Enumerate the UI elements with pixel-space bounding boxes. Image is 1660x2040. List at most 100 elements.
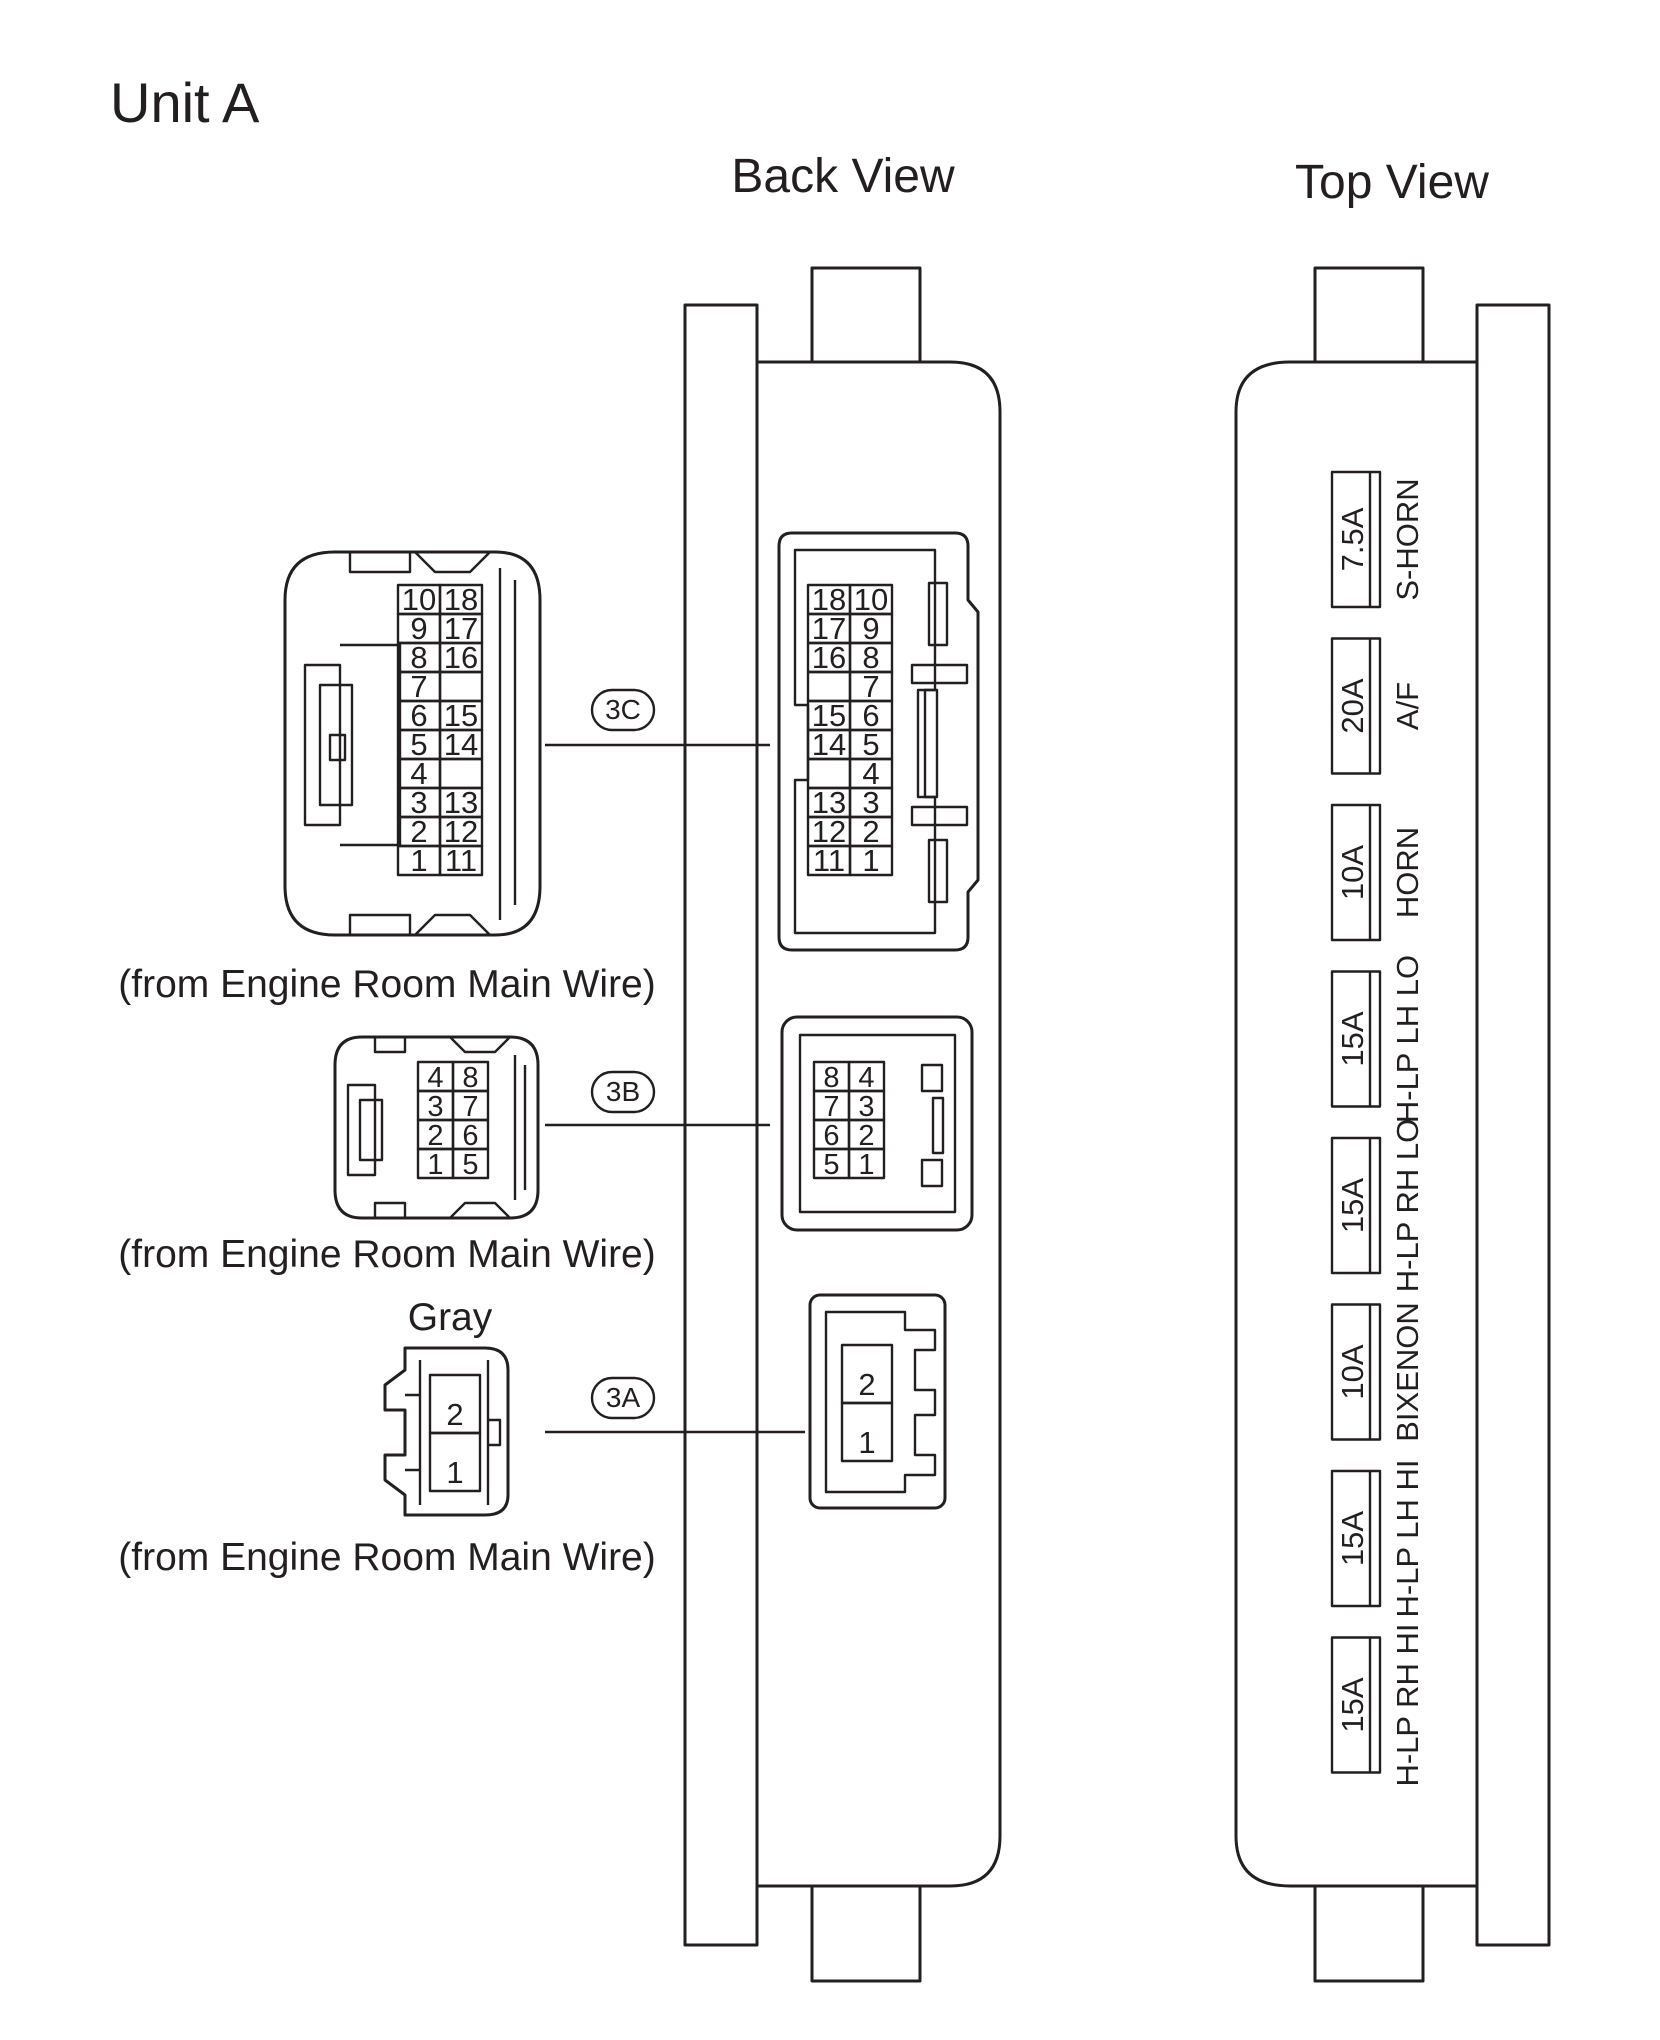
fuse-amperage: 10A	[1335, 845, 1370, 900]
front-3b-pin-label: 8	[462, 1062, 478, 1094]
back-3c-pin-label: 5	[862, 727, 879, 762]
fuse-slot	[1330, 470, 1382, 609]
fuse-name: H-LP LH HI	[1390, 1460, 1425, 1618]
back-3b-pin-label: 3	[858, 1091, 874, 1123]
fuse-slot	[1330, 1636, 1382, 1774]
back-3c-pin-label: 9	[862, 611, 879, 646]
back-3c-pin-label: 3	[862, 785, 879, 820]
front-3a-pin-label: 2	[446, 1397, 463, 1432]
unit-title: Unit A	[110, 71, 260, 134]
back-3c-pin-label: 12	[812, 814, 846, 849]
back-3c-pin-label: 17	[812, 611, 846, 646]
back-3c-pin-label: 2	[862, 814, 879, 849]
back-3a-pin-label: 2	[858, 1367, 875, 1402]
fuse-name: A/F	[1390, 682, 1425, 730]
front-3c-pin-label: 6	[410, 698, 427, 733]
front-3c-pin-label: 2	[410, 814, 427, 849]
back-3a-pin-label: 1	[858, 1425, 875, 1460]
fuse-amperage: 15A	[1335, 1011, 1370, 1066]
back-3b-pin-label: 1	[858, 1149, 874, 1181]
front-connector-3c-source: (from Engine Room Main Wire)	[118, 963, 655, 1006]
back-connector-3a: 21	[808, 1293, 947, 1510]
front-3c-pin-label: 14	[444, 727, 478, 762]
fuse-slot	[1330, 970, 1382, 1108]
front-3b-cell	[451, 1147, 490, 1180]
front-3b-pin-label: 3	[427, 1091, 443, 1123]
fuse-slot	[1330, 1303, 1382, 1441]
front-3b-pin-label: 1	[427, 1149, 443, 1181]
fuse-slot	[1330, 1469, 1382, 1608]
back-3c-pin-label: 11	[813, 843, 845, 878]
front-3c-pin-label: 8	[410, 640, 427, 675]
front-3c-pin-label: 4	[410, 756, 427, 791]
front-3c-pin-label: 3	[410, 785, 427, 820]
fuse-name: H-LP LH LO	[1390, 955, 1425, 1123]
back-3b-pin-label: 2	[858, 1120, 874, 1152]
top-view-label: Top View	[1295, 156, 1489, 209]
fuse-name: BIXENON	[1390, 1302, 1425, 1442]
back-3c-pin-label: 8	[862, 640, 879, 675]
connector-id-3c-text: 3C	[605, 694, 641, 725]
front-3a-cell	[428, 1431, 482, 1493]
back-3b-pin-label: 6	[823, 1120, 839, 1152]
back-3b-pin-label: 7	[823, 1091, 839, 1123]
front-3c-pin-label: 5	[410, 727, 427, 762]
front-3b-pin-label: 6	[462, 1120, 478, 1152]
front-3c-pin-label: 13	[444, 785, 478, 820]
connector-id-3b: 3B	[590, 1070, 656, 1114]
back-3c-pin-label: 4	[862, 756, 879, 791]
front-3b-pin-label: 5	[462, 1149, 478, 1181]
front-3c-pin-label: 1	[410, 843, 427, 878]
back-3c-pin-label: 16	[812, 640, 846, 675]
back-3c-pin-label: 1	[862, 843, 879, 878]
front-connector-3a-source: (from Engine Room Main Wire)	[118, 1536, 655, 1579]
front-3c-pin-label: 17	[444, 611, 478, 646]
fuse-amperage: 15A	[1335, 1178, 1370, 1233]
fuse-amperage: 10A	[1335, 1344, 1370, 1399]
front-3b-pin-label: 7	[462, 1091, 478, 1123]
fuse-name: HORN	[1390, 827, 1425, 918]
back-3c-pin-label: 10	[854, 582, 888, 617]
back-3c-pin-label: 14	[812, 727, 846, 762]
front-3c-pin-label: 9	[410, 611, 427, 646]
fuse-amperage: 15A	[1335, 1677, 1370, 1732]
front-3c-cell	[438, 844, 484, 877]
connector-id-3c: 3C	[590, 688, 656, 732]
fuse-name: H-LP RH HI	[1390, 1623, 1425, 1786]
back-view-label: Back View	[731, 150, 955, 203]
back-3c-pin-label: 15	[812, 698, 846, 733]
connector-id-3a: 3A	[590, 1376, 656, 1420]
front-3b-pin-label: 2	[427, 1120, 443, 1152]
back-3b-cell	[847, 1147, 886, 1180]
front-connector-3a-color: Gray	[408, 1296, 493, 1339]
front-3a-pin-label: 1	[446, 1455, 463, 1490]
front-3c-pin-label: 10	[402, 582, 436, 617]
back-3c-cell	[848, 844, 894, 877]
back-3c-pin-label: 18	[812, 582, 846, 617]
fuse-slot	[1330, 637, 1382, 775]
back-3b-pin-label: 8	[823, 1062, 839, 1094]
front-3c-pin-label: 16	[444, 640, 478, 675]
back-3c-pin-label: 6	[862, 698, 879, 733]
fuse-name: H-LP RH LO	[1390, 1119, 1425, 1292]
front-3c-pin-label: 7	[410, 669, 427, 704]
fuse-amperage: 20A	[1335, 678, 1370, 733]
back-3c-pin-label: 13	[812, 785, 846, 820]
front-connector-3b-source: (from Engine Room Main Wire)	[118, 1233, 655, 1276]
top-view-body: 7.5A S-HORN 20A A/F 10A HORN 15A H-LP LH LO 15A H…	[1234, 266, 1551, 1983]
front-3c-pin-label: 12	[444, 814, 478, 849]
back-3b-pin-label: 5	[823, 1149, 839, 1181]
front-3c-pin-label: 15	[444, 698, 478, 733]
fuse-amperage: 7.5A	[1335, 507, 1370, 571]
front-3c-pin-label: 11	[445, 843, 477, 878]
connector-id-3a-text: 3A	[606, 1382, 641, 1413]
front-connector-3a: 21	[383, 1346, 510, 1517]
front-3b-pin-label: 4	[427, 1062, 443, 1094]
fuse-name: S-HORN	[1390, 478, 1425, 600]
fuse-amperage: 15A	[1335, 1511, 1370, 1566]
